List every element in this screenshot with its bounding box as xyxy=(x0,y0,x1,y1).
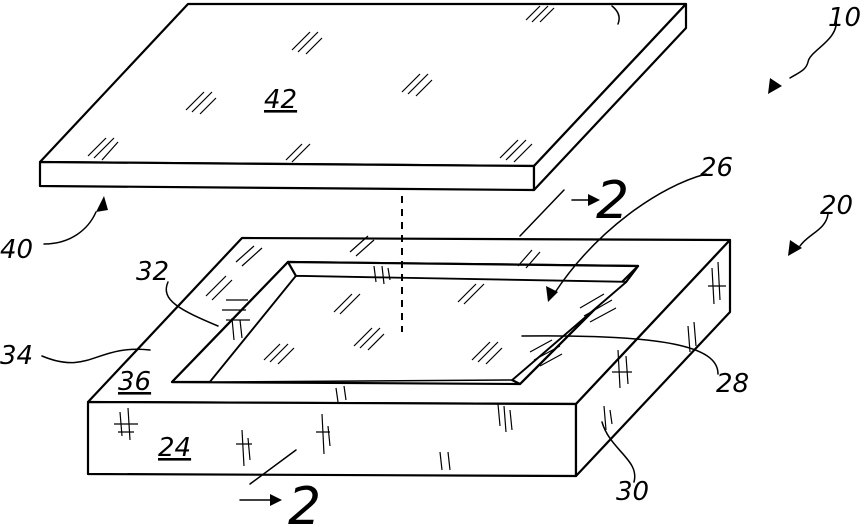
section-label-bottom: 2 xyxy=(288,477,321,527)
label-36: 36 xyxy=(118,367,151,397)
section-label-top: 2 xyxy=(596,171,629,231)
label-34: 34 xyxy=(0,341,33,371)
cover-front-edge xyxy=(40,162,534,190)
label-10: 10 xyxy=(828,3,861,33)
label-24: 24 xyxy=(158,433,191,463)
label-42: 42 xyxy=(264,85,297,115)
label-32: 32 xyxy=(136,257,169,287)
label-40: 40 xyxy=(0,235,33,265)
label-30: 30 xyxy=(616,477,649,507)
label-26: 26 xyxy=(700,153,733,183)
cover-plate xyxy=(40,4,686,190)
label-28: 28 xyxy=(716,369,749,399)
label-20: 20 xyxy=(820,191,853,221)
section-line-top xyxy=(520,190,600,236)
